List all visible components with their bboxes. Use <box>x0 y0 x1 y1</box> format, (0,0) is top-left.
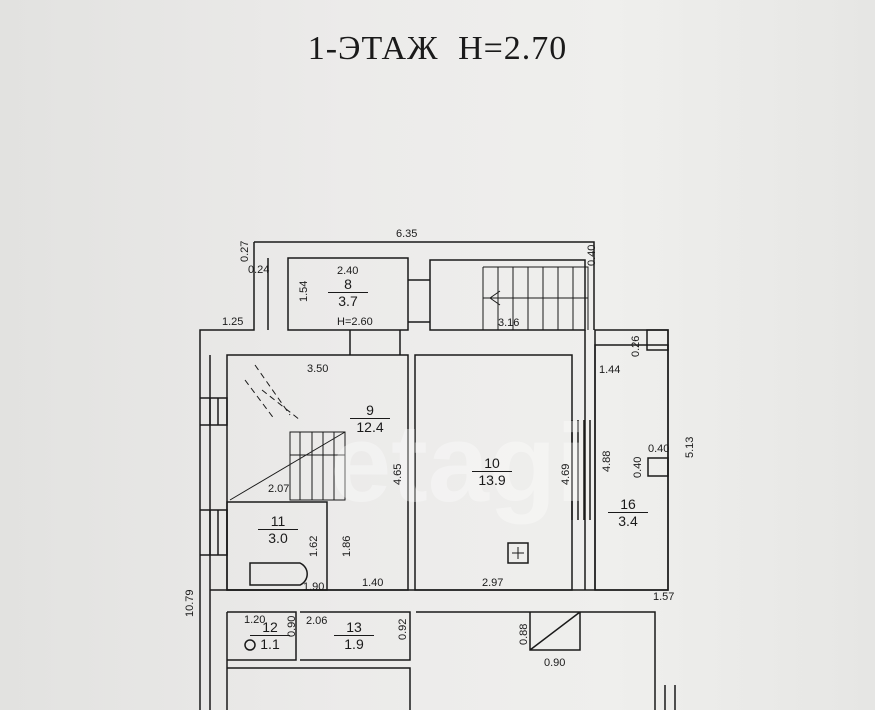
room-number: 16 <box>608 496 648 513</box>
dim-label: 5.13 <box>684 436 696 458</box>
dim-label: 0.27 <box>239 240 251 262</box>
dim-label: 2.06 <box>306 615 328 627</box>
dim-label: 1.44 <box>599 364 621 376</box>
dim-label: 2.40 <box>337 265 359 277</box>
room-area: 3.0 <box>268 530 288 546</box>
door-passage <box>349 279 430 355</box>
dim-label: 2.07 <box>268 483 290 495</box>
watermark: etagi <box>330 402 587 525</box>
dim-label: 1.40 <box>362 577 384 589</box>
room-8-walls <box>287 257 409 331</box>
dim-label: 1.54 <box>298 280 310 302</box>
dim-label: 1.90 <box>303 581 325 593</box>
room-number: 11 <box>258 513 298 530</box>
top-stair-treads <box>482 266 589 330</box>
dim-label: 4.65 <box>392 463 404 485</box>
room-area: 12.4 <box>356 419 384 435</box>
vent-16 <box>647 457 669 477</box>
dim-label: 1.62 <box>308 535 320 557</box>
toilet-icon <box>244 639 256 651</box>
dim-label: 2.97 <box>482 577 504 589</box>
plan-title: 1-ЭТАЖ H=2.70 <box>307 30 568 67</box>
right-steps <box>571 420 591 520</box>
dim-label: 0.40 <box>632 456 644 478</box>
dim-label: 0.40 <box>648 443 670 455</box>
dim-label: 3.50 <box>307 363 329 375</box>
dim-label: 1.25 <box>222 316 244 328</box>
dim-label: 0.90 <box>286 615 298 637</box>
bottom-walls <box>226 611 676 710</box>
room-number: 8 <box>328 276 368 293</box>
bathtub <box>249 562 308 586</box>
dim-label: 1.86 <box>341 535 353 557</box>
room-number: 10 <box>472 455 512 472</box>
dim-label: 0.92 <box>397 618 409 640</box>
dim-label: 0.24 <box>248 264 270 276</box>
dim-label: 3.16 <box>498 317 520 329</box>
room-area: 1.9 <box>344 636 364 652</box>
room-area: 3.7 <box>338 293 358 309</box>
dim-label: 0.88 <box>518 623 530 645</box>
dim-label: 4.69 <box>560 463 572 485</box>
room-number: 13 <box>334 619 374 636</box>
room-area: 1.1 <box>260 636 280 652</box>
dim-label: 4.88 <box>601 450 613 472</box>
room-8-height: H=2.60 <box>337 316 373 328</box>
room-area: 3.4 <box>618 513 638 529</box>
dim-label: 10.79 <box>184 589 196 617</box>
chimney <box>646 329 669 351</box>
stair-room-walls <box>429 259 586 331</box>
inner-stair <box>229 364 346 501</box>
dim-label: 0.26 <box>630 335 642 357</box>
stove-icon <box>507 542 529 564</box>
dim-label: 0.40 <box>586 244 598 266</box>
dim-label: 1.20 <box>244 614 266 626</box>
annex-outline <box>199 241 595 710</box>
room-number: 9 <box>350 402 390 419</box>
room-number: 12 <box>250 619 290 636</box>
dim-label: 6.35 <box>396 228 418 240</box>
dim-label: 0.90 <box>544 657 566 669</box>
left-porch-steps <box>200 397 228 556</box>
room-area: 13.9 <box>478 472 506 488</box>
dim-label: 1.57 <box>653 591 675 603</box>
